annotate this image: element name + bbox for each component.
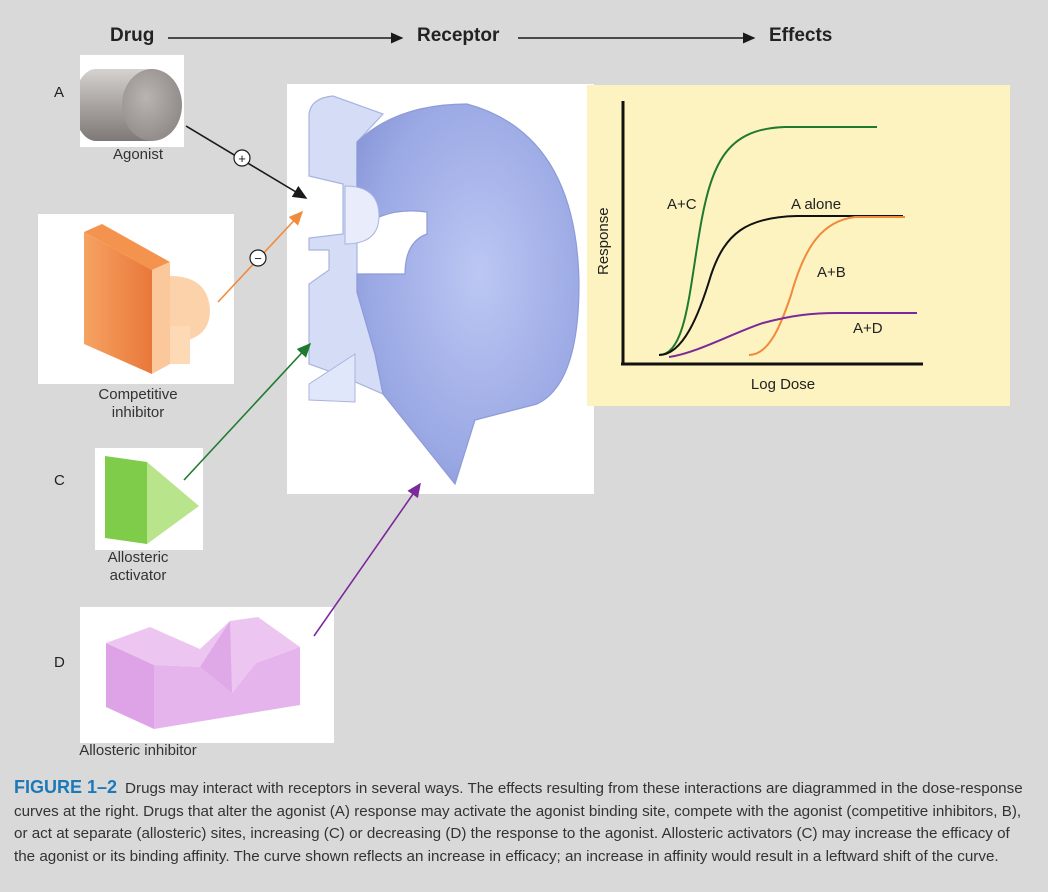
series-curve-a-plus-b bbox=[748, 216, 905, 356]
x-axis-label: Log Dose bbox=[751, 376, 815, 393]
row-label-c: C bbox=[54, 472, 65, 489]
receptor-box bbox=[287, 84, 594, 494]
allosteric-inhibitor-label: Allosteric inhibitor bbox=[79, 742, 197, 759]
header-drug: Drug bbox=[110, 25, 155, 46]
series-curve-a-plus-d bbox=[668, 312, 917, 358]
header-effects: Effects bbox=[769, 25, 833, 46]
figure-label: FIGURE 1–2 bbox=[14, 777, 118, 797]
series-label-a-plus-b: A+B bbox=[817, 264, 846, 281]
y-axis-label: Response bbox=[595, 207, 612, 275]
agonist-label: Agonist bbox=[112, 146, 164, 163]
series-label-a-plus-c: A+C bbox=[667, 196, 697, 213]
series-label-a-plus-d: A+D bbox=[853, 320, 883, 337]
competitive-inhibitor-block-icon bbox=[84, 224, 210, 374]
figure-caption-text: Drugs may interact with receptors in sev… bbox=[14, 780, 1023, 865]
competitive-inhibitor-label-line2: inhibitor bbox=[111, 404, 165, 421]
series-curve-a-alone bbox=[658, 215, 903, 356]
plus-sign-icon bbox=[233, 149, 251, 167]
receptor-shape bbox=[308, 95, 580, 486]
row-label-a: A bbox=[54, 84, 65, 101]
allosteric-activator-label-line1: Allosteric bbox=[107, 549, 169, 566]
allosteric-activator-wedge-icon bbox=[105, 456, 199, 544]
allosteric-activator-box bbox=[95, 448, 203, 550]
series-curve-a-plus-c bbox=[658, 126, 877, 356]
row-label-d: D bbox=[54, 654, 65, 671]
agonist-cylinder-icon bbox=[74, 69, 182, 141]
agonist-box bbox=[74, 55, 184, 147]
allosteric-inhibitor-box bbox=[80, 607, 334, 743]
minus-sign-icon bbox=[249, 249, 267, 267]
dose-response-chart: Response Log Dose A+C A alone A+B A+D bbox=[595, 101, 923, 393]
effects-panel: Response Log Dose A+C A alone A+B A+D bbox=[587, 85, 1010, 406]
allosteric-activator-label: Allosteric activator bbox=[80, 549, 196, 585]
competitive-inhibitor-label: Competitive inhibitor bbox=[80, 386, 196, 422]
competitive-inhibitor-box bbox=[38, 214, 234, 384]
plus-sign-text: + bbox=[238, 151, 246, 166]
minus-sign-text: − bbox=[254, 251, 262, 266]
allosteric-inhibitor-block-icon bbox=[106, 617, 300, 729]
header-receptor: Receptor bbox=[417, 25, 500, 46]
series-label-a-alone: A alone bbox=[791, 196, 841, 213]
allosteric-activator-label-line2: activator bbox=[109, 567, 167, 584]
competitive-inhibitor-label-line1: Competitive bbox=[98, 386, 178, 403]
